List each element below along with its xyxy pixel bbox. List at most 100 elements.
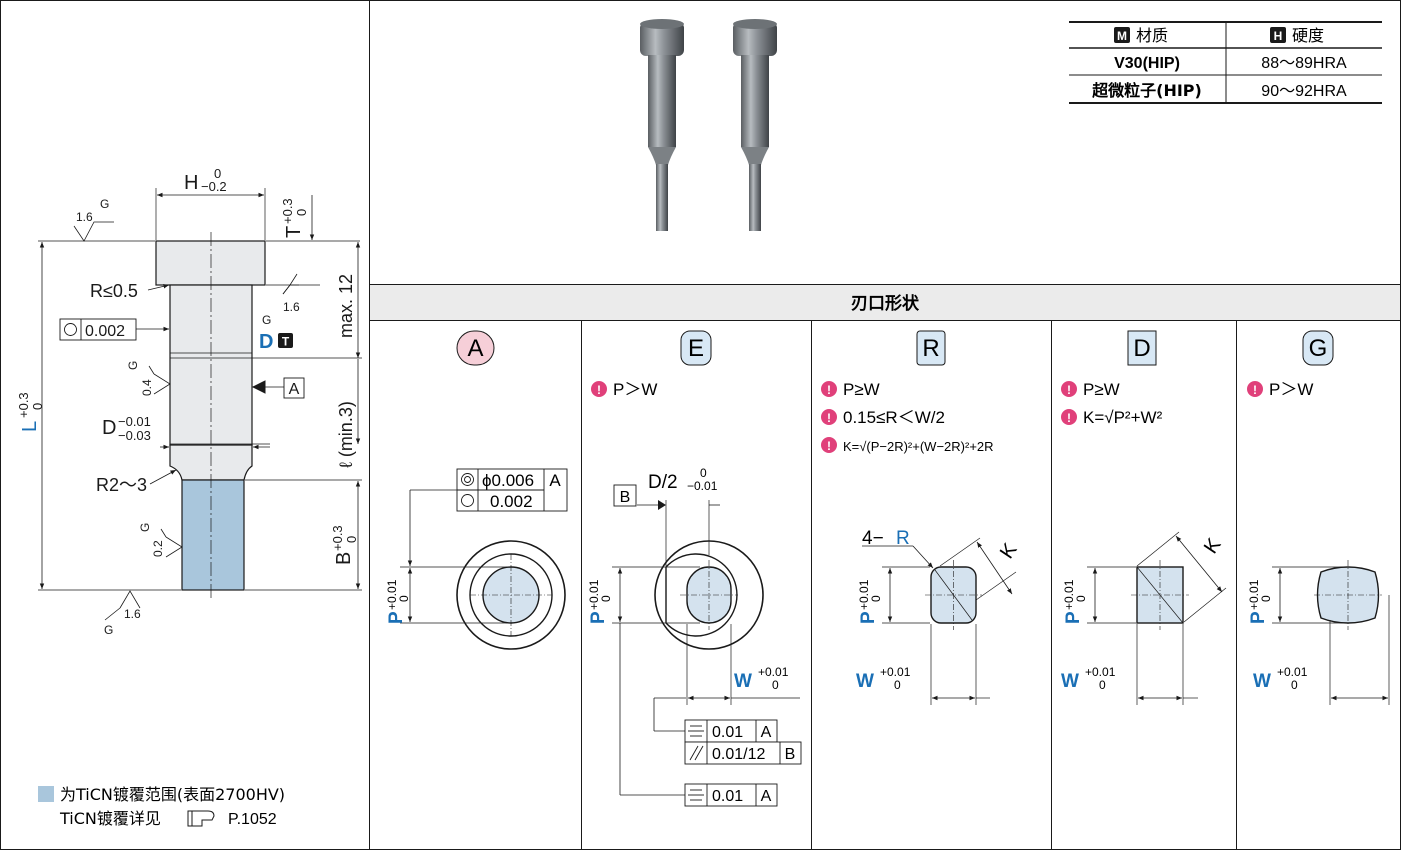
a-concentricity-value: ϕ0.006: [482, 471, 534, 490]
cond-d-2: K=√P²+W²: [1083, 408, 1163, 427]
cond-r-1: P≥W: [843, 380, 880, 399]
a-p-tol-upper: +0.01: [385, 579, 399, 610]
shape-letter-e: E: [688, 335, 704, 362]
roughness-16-3: 1.6: [124, 607, 141, 621]
g-p-tol-lower: 0: [1259, 595, 1273, 602]
roughness-16-2: 1.6: [283, 300, 300, 314]
a-p-label: P: [386, 611, 407, 624]
e-d2-tol-upper: 0: [700, 466, 707, 480]
coating-page-ref: P.1052: [228, 811, 277, 828]
g-w-tol-upper: +0.01: [1277, 665, 1308, 679]
datum-a-label: A: [289, 381, 300, 398]
g-w-label: W: [1253, 671, 1271, 692]
e-sym1-value: 0.01: [712, 724, 743, 741]
material-badge-letter: M: [1117, 29, 1127, 43]
a-concentricity-datum: A: [549, 471, 561, 490]
punch-head: [156, 241, 265, 285]
material-header: 材质: [1136, 26, 1168, 45]
shape-conditions: ! P＞W ! P≥W ! 0.15≤R＜W/2 ! K=√(P−2R)²+(W…: [591, 380, 1313, 454]
svg-text:!: !: [1067, 383, 1071, 397]
r-head-label: R≤0.5: [90, 281, 138, 301]
alert-icon: !: [1061, 381, 1077, 397]
g-w-tol-lower: 0: [1291, 678, 1298, 692]
e-w-tol-upper: +0.01: [758, 665, 789, 679]
shape-section-title: 刃口形状: [851, 293, 920, 314]
roughness-g-1: G: [100, 197, 109, 211]
alert-icon: !: [821, 409, 837, 425]
coating-swatch: [38, 786, 54, 802]
roughness-04: 0.4: [140, 379, 154, 396]
shape-r-drawing: [862, 538, 1016, 705]
svg-text:!: !: [1067, 411, 1071, 425]
e-d2-label: D/2: [648, 472, 678, 493]
shape-g-drawing: [1272, 560, 1389, 705]
svg-text:!: !: [827, 439, 831, 453]
d-badge: T: [282, 335, 290, 349]
e-p-tol-lower: 0: [599, 595, 613, 602]
d-k-label: K: [1200, 534, 1226, 558]
hardness-row-2: 90～92HRA: [1261, 83, 1347, 100]
r-p-tol-upper: +0.01: [857, 579, 871, 610]
e-datum-b: B: [620, 489, 631, 506]
coating-note-line2: TiCN镀覆详见: [59, 809, 161, 828]
cond-r-3: K=√(P−2R)²+(W−2R)²+2R: [843, 439, 994, 454]
g-p-label: P: [1248, 611, 1269, 624]
coating-note: 为TiCN镀覆范围(表面2700HV) TiCN镀覆详见 P.1052: [38, 785, 285, 828]
a-circularity-value: 0.002: [490, 492, 533, 511]
L-tol-upper: +0.3: [16, 392, 31, 418]
d-tol-lower: −0.03: [118, 428, 151, 443]
shape-letter-d: D: [1133, 335, 1150, 362]
svg-text:!: !: [827, 411, 831, 425]
circularity-value: 0.002: [85, 323, 125, 340]
alert-icon: !: [1247, 381, 1263, 397]
shape-letter-r: R: [922, 335, 939, 362]
punch-image-1: [640, 19, 684, 231]
L-label: L: [19, 421, 41, 432]
shape-letter-a: A: [467, 335, 483, 362]
alert-icon: !: [821, 437, 837, 453]
b-tol-upper: +0.3: [330, 525, 345, 551]
roughness-g-3: G: [126, 361, 140, 370]
alert-icon: !: [1061, 409, 1077, 425]
material-row-2: 超微粒子(HIP): [1091, 81, 1202, 100]
coating-note-line1: 为TiCN镀覆范围(表面2700HV): [60, 785, 285, 804]
punch-drawing: [38, 188, 362, 620]
cond-e-1: P＞W: [613, 380, 657, 399]
d-tol-upper: −0.01: [118, 414, 151, 429]
cond-g-1: P＞W: [1269, 380, 1313, 399]
svg-text:!: !: [597, 383, 601, 397]
hardness-badge-letter: H: [1274, 29, 1283, 43]
e-w-label: W: [734, 671, 752, 692]
e-d2-tol-lower: −0.01: [687, 479, 718, 493]
d-label: D: [259, 331, 273, 353]
r-p-tol-lower: 0: [869, 595, 883, 602]
svg-text:!: !: [1253, 383, 1257, 397]
shape-g-text: P +0.01 0 W +0.01 0: [1247, 579, 1308, 692]
t-tol-lower: 0: [294, 209, 309, 216]
e-par-datum: B: [785, 746, 796, 763]
r-p-label: P: [858, 611, 879, 624]
hardness-header: 硬度: [1292, 26, 1324, 45]
r-4r-prefix: 4−: [862, 528, 884, 549]
e-w-tol-lower: 0: [772, 678, 779, 692]
d-p-tol-upper: +0.01: [1062, 579, 1076, 610]
material-row-1: V30(HIP): [1114, 55, 1180, 72]
b-tol-lower: 0: [344, 536, 359, 543]
r-w-tol-lower: 0: [894, 678, 901, 692]
shape-e-drawing: [612, 485, 801, 806]
materials-table: M 材质 H 硬度 V30(HIP) 88～89HRA 超微粒子(HIP) 90…: [1069, 22, 1382, 103]
cond-r-2: 0.15≤R＜W/2: [843, 408, 945, 427]
d-w-tol-lower: 0: [1099, 678, 1106, 692]
roughness-g-2: G: [262, 313, 271, 327]
e-sym2-datum: A: [761, 788, 772, 805]
roughness-16-1: 1.6: [76, 210, 93, 224]
l-min-label: ℓ (min.3): [336, 401, 356, 468]
t-tol-upper: +0.3: [280, 198, 295, 224]
d-p-tol-lower: 0: [1074, 595, 1088, 602]
roughness-02: 0.2: [151, 540, 165, 557]
e-p-tol-upper: +0.01: [587, 579, 601, 610]
hardness-row-1: 88～89HRA: [1261, 55, 1347, 72]
g-p-tol-upper: +0.01: [1247, 579, 1261, 610]
max12-label: max. 12: [336, 274, 356, 338]
